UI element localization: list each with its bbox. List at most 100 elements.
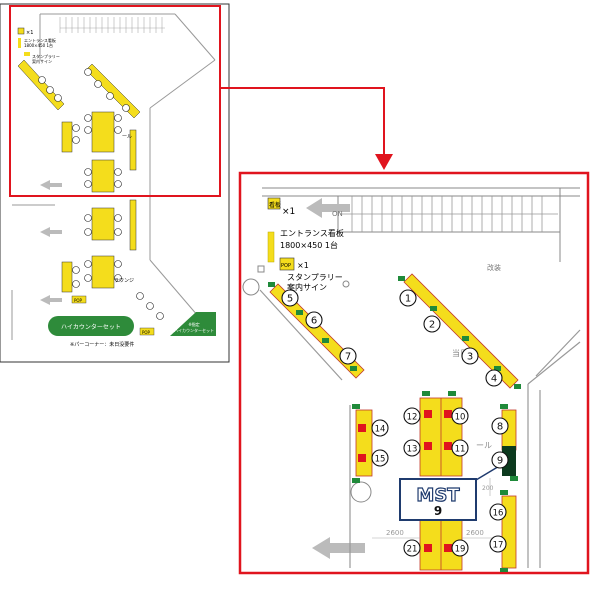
booth-circle-11: [451, 439, 469, 457]
zoomed-table-left: [355, 409, 373, 477]
booth-circle-7: [339, 347, 357, 365]
booth-circle-1: [399, 289, 417, 307]
overview-lounge-label: ラウンジ: [114, 277, 134, 284]
booth-number-12: 12: [407, 413, 418, 423]
booth-circle-4: [485, 369, 503, 387]
overview-booth-markers: [38, 68, 164, 320]
zoomed-entrance-size: 1800×450 1台: [280, 240, 338, 250]
zoomed-red-mark-21: [424, 544, 432, 552]
overview-table-center-3: [91, 207, 115, 241]
zoomed-column: [257, 265, 265, 273]
zoomed-chairs-diag-left: [268, 282, 357, 371]
booth-circle-15: [371, 449, 389, 467]
booth-number-10: 10: [455, 413, 466, 423]
booth-number-6: 6: [311, 316, 317, 327]
overview-entrance-size: 1800×450 1台: [24, 42, 53, 48]
overview-arrows: [40, 180, 62, 305]
zoomed-stair-hatch: [340, 196, 558, 232]
zoomed-arrow-bottom: [312, 537, 365, 559]
mst-callout-number: 9: [434, 504, 442, 518]
booth-marker-6: 6: [305, 311, 323, 329]
booth-marker-5: 5: [281, 289, 299, 307]
booth-marker-13: 13: [403, 439, 421, 457]
booth-number-9: 9: [497, 456, 503, 467]
overview-hatch: [59, 17, 165, 33]
zoomed-red-mark-12: [424, 410, 432, 418]
zoomed-top-structure: [262, 187, 580, 262]
booth-number-4: 4: [491, 374, 497, 385]
zoomed-hall-label-b: ール: [476, 441, 492, 450]
booth-circle-5: [281, 289, 299, 307]
overview-table-right-1: [129, 129, 137, 171]
zoomed-posts: [242, 278, 372, 503]
zoomed-walls: [259, 289, 581, 568]
booth-marker-14: 14: [371, 419, 389, 437]
zoomed-chair-left-bottom: [352, 478, 360, 483]
zoomed-dim-right: 2600: [466, 529, 484, 537]
booth-marker-16: 16: [489, 503, 507, 521]
zoomed-entrance-icon: [267, 231, 275, 263]
overview-footer-text: ※パーコーナー：未日没要件: [70, 341, 134, 348]
booth-circle-3: [461, 347, 479, 365]
booth-number-21: 21: [407, 545, 418, 555]
booth-marker-12: 12: [403, 407, 421, 425]
zoom-connector-arrowhead: [375, 154, 393, 170]
booth-circle-10: [451, 407, 469, 425]
booth-marker-8: 8: [491, 417, 509, 435]
overview-entrance-label: エントランス看板: [24, 37, 56, 43]
zoomed-red-mark-15: [358, 454, 366, 462]
booth-marker-10: 10: [451, 407, 469, 425]
overview-entrance-icon: [18, 38, 21, 48]
overview-high-counter-right-panel: [170, 312, 216, 336]
zoomed-sign-icon: [267, 197, 281, 210]
overview-sign-count: ×1: [26, 30, 33, 36]
zoomed-pop-icon: [279, 257, 295, 271]
booth-number-5: 5: [287, 294, 293, 305]
zoomed-dim-small: 200: [482, 485, 494, 492]
zoomed-sign-count: ×1: [282, 207, 295, 217]
overview-pop-icon: [24, 52, 30, 56]
overview-table-diag-left: [17, 59, 65, 111]
booth-circle-13: [403, 439, 421, 457]
overview-high-counter-label: ハイカウンターセット: [61, 323, 121, 331]
booth-marker-19: 19: [451, 539, 469, 557]
booth-marker-4: 4: [485, 369, 503, 387]
overview-hall-label: ール: [122, 134, 132, 140]
booth-circle-19: [451, 539, 469, 557]
overview-table-right-2: [129, 199, 137, 251]
booth-circle-8: [491, 417, 509, 435]
booth-number-2: 2: [429, 320, 435, 331]
booth-marker-2: 2: [423, 315, 441, 333]
booth-marker-17: 17: [489, 535, 507, 553]
booth-number-7: 7: [345, 352, 351, 363]
booth-circle-21: [403, 539, 421, 557]
zoomed-pop-text: POP: [281, 263, 291, 269]
booth-circle-16: [489, 503, 507, 521]
overview-table-center-4: [91, 255, 115, 289]
overview-table-left-2: [61, 261, 73, 293]
zoomed-chair-left-top: [352, 404, 360, 409]
booth-number-16: 16: [493, 509, 504, 519]
zoomed-pop-count: ×1: [297, 261, 309, 270]
zoomed-red-mark-14: [358, 424, 366, 432]
booth-marker-11: 11: [451, 439, 469, 457]
overview-pop-label-2: POP: [142, 330, 151, 335]
overview-sign-icon: [17, 27, 25, 35]
booth-number-17: 17: [493, 541, 504, 551]
booth-circle-12: [403, 407, 421, 425]
booth-marker-3: 3: [461, 347, 479, 365]
booth-number-13: 13: [407, 445, 418, 455]
overview-stamp-sub: 案内サイン: [32, 58, 52, 64]
mst-callout-box: [399, 478, 477, 521]
overview-high-counter-right-line1: ※指定: [188, 321, 199, 327]
zoomed-side-label: 改装: [487, 263, 501, 272]
zoomed-top-label: ON: [332, 210, 343, 218]
booth-marker-1: 1: [399, 289, 417, 307]
overview-pop-label-1: POP: [74, 298, 83, 303]
booth-marker-7: 7: [339, 347, 357, 365]
overview-highlight-box: [9, 5, 221, 197]
zoomed-hall-label-a: 当日: [452, 348, 468, 358]
booth-circle-14: [371, 419, 389, 437]
booth-number-1: 1: [405, 294, 411, 305]
